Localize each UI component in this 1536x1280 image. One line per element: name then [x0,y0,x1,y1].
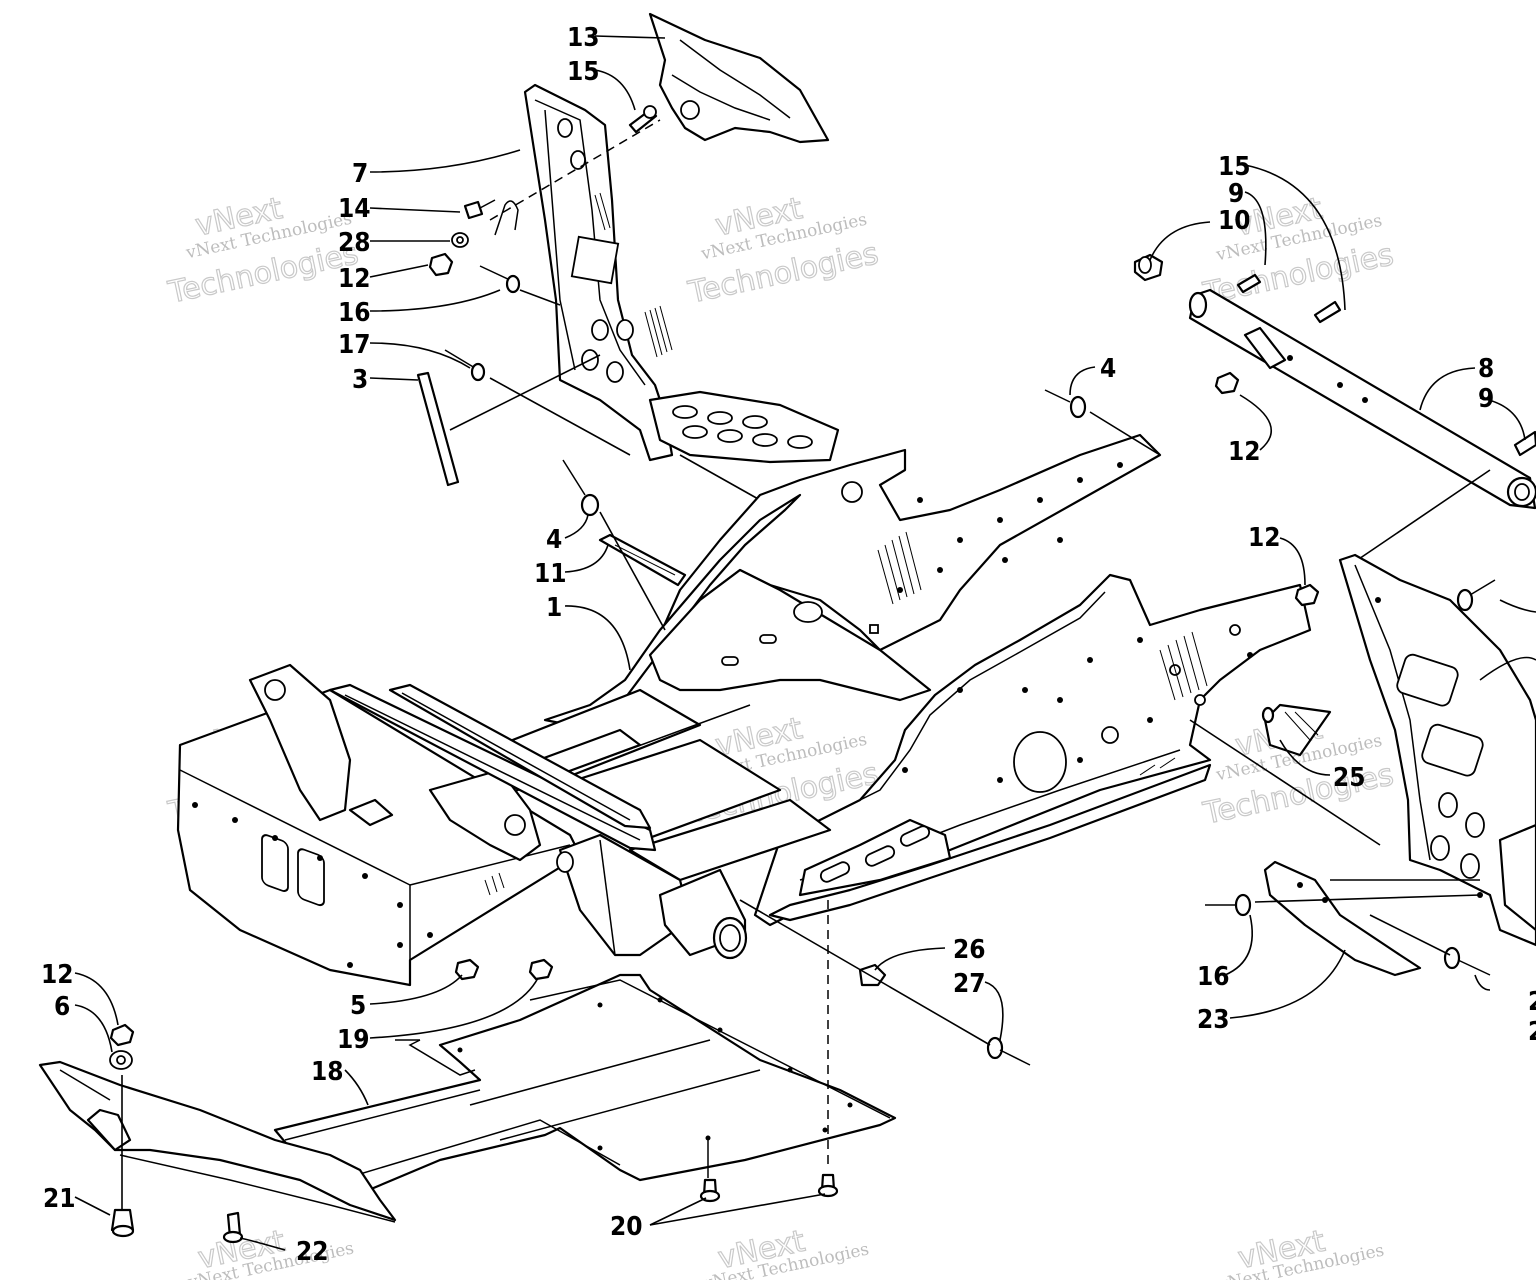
hook-wire [494,200,519,236]
part-18-belly-pan [273,973,897,1202]
part-16-rivet [479,265,521,294]
part-12-nut-shaft [1214,371,1240,395]
part-22-screw [222,1211,244,1244]
callout-15: 15 [567,57,600,87]
right-bracket [1338,553,1536,947]
callout-2-b: 2 [1528,1017,1536,1047]
callout-14: 14 [338,194,371,224]
callout-3: 3 [352,365,368,395]
callout-12-right: 12 [1248,523,1281,553]
part-17-rivet [444,349,486,382]
axis-right-top [1499,599,1536,613]
callout-12: 12 [338,264,371,294]
part-5-nut [454,958,480,981]
part-20-screws [699,1173,839,1203]
callout-11: 11 [534,559,567,589]
part-12-nut-right [1294,583,1320,607]
front-bulkhead [176,663,657,987]
part-15-bolt [628,105,658,134]
callout-4-center: 4 [546,525,562,555]
part-15-bolt-b [1313,300,1342,324]
callout-25: 25 [1333,763,1366,793]
part-16-rivet-right [1205,893,1252,917]
footrest-plate [648,390,840,464]
callout-9-right: 9 [1228,179,1244,209]
part-8-shaft [1188,288,1536,510]
part-19-nut [528,958,554,981]
callout-17: 17 [338,330,371,360]
part-28-washer [451,232,469,248]
part-12-nut-lower [109,1023,135,1047]
callout-15-right: 15 [1218,152,1251,182]
part-7-bracket [523,83,674,462]
axis-rivet-4 [1089,411,1161,456]
callout-20: 20 [610,1212,643,1242]
callout-7: 7 [352,159,368,189]
dashed-axis-7 [489,119,661,221]
callout-22: 22 [296,1237,329,1267]
callout-23: 23 [1197,1005,1230,1035]
part-21-bolt [110,1208,135,1238]
part-14-screw [463,199,496,220]
callout-28: 28 [338,228,371,258]
axis-rivet-2 [1369,914,1451,956]
watermark-top-center: vNext vNext Technologies Technologies [684,190,882,311]
axis-rivet-16 [519,289,561,306]
watermark-bottom-right: vNext vNext Technologies [1216,1223,1386,1280]
callout-6: 6 [54,992,70,1022]
center-channel [556,833,748,960]
axis-shaft-link [1349,469,1491,566]
right-rivet-top [1456,579,1496,612]
callout-16-right: 16 [1197,962,1230,992]
axis-strap-11 [599,511,666,631]
watermark-top-left: vNext vNext Technologies Technologies [164,190,362,311]
axis-bracket-7b [679,454,761,501]
part-9-bolt-a [1236,273,1262,294]
part-10-bushing [1133,253,1164,282]
part-1-chassis [543,433,1312,927]
callout-2-a: 2 [1528,987,1536,1017]
callout-12-shaft: 12 [1228,437,1261,467]
part-13-cover [648,12,830,144]
part-11-strap [598,533,687,587]
callout-18: 18 [311,1057,344,1087]
axis-rivet-27 [739,899,991,1046]
callout-13: 13 [567,23,600,53]
part-2-rivet [1443,946,1491,976]
part-9-bolt-b [1513,430,1536,457]
part-27-rivet [986,1036,1031,1066]
part-3-rod [416,371,460,487]
callout-5: 5 [350,991,366,1021]
watermark-bottom-center: vNext vNext Technologies [701,1223,871,1280]
part-4-rivet-center [562,459,600,517]
callout-26: 26 [953,935,986,965]
callout-9-shaft: 9 [1478,384,1494,414]
axis-rivet-16-right [1254,894,1481,903]
leader-lines [74,35,1526,1251]
axis-bracket-3 [449,354,601,431]
part-4-rivet-right [1044,389,1087,419]
callout-16: 16 [338,298,371,328]
part-6-front-skid [38,1060,397,1223]
watermark-top-right: vNext vNext Technologies Technologies [1199,190,1397,312]
axis-rivet-17 [489,377,631,456]
callout-21: 21 [43,1184,76,1214]
callout-12-lower: 12 [41,960,74,990]
callout-1: 1 [546,593,562,623]
callout-10: 10 [1218,206,1251,236]
part-12-nut [428,252,454,277]
callout-8: 8 [1478,354,1494,384]
part-23-bracket [1263,860,1422,977]
callout-4-right: 4 [1100,354,1116,384]
axis-bracket-25 [1189,719,1381,846]
callout-19: 19 [337,1025,370,1055]
part-6-washer [109,1050,133,1070]
callout-27: 27 [953,969,986,999]
